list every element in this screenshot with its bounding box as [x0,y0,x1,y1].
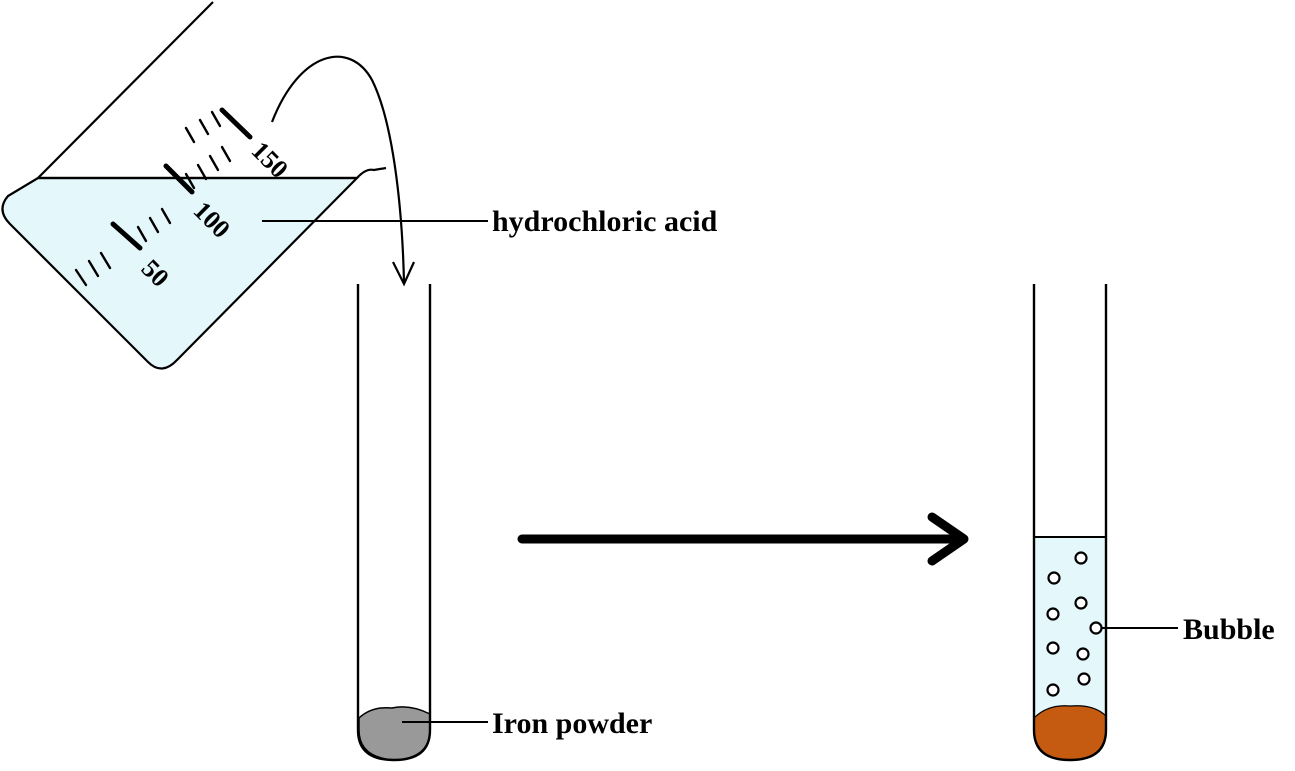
rust-precipitate [1033,705,1107,761]
bubble [1074,551,1088,565]
label-iron-powder: Iron powder [492,707,652,740]
beaker-spout [356,166,387,179]
bubble [1074,596,1088,610]
graduation-150: 150 [246,136,294,184]
tube-liquid [1034,537,1106,760]
beaker-liquid [1,176,360,370]
bubbles [1046,551,1103,697]
label-bubble: Bubble [1183,613,1275,646]
iron-powder [358,706,431,761]
pour-arrow [270,55,416,287]
test-tube-right-outline [1032,284,1108,762]
bubble [1076,647,1090,661]
test-tube-before [356,284,432,762]
reaction-arrow [517,512,969,566]
beaker-scale [74,107,253,287]
bubble [1046,683,1060,697]
test-tube-left-outline [356,284,432,762]
beaker-wall-upper [37,1,214,179]
bubble [1047,571,1061,585]
bubble [1046,607,1060,621]
bubble [1077,672,1091,686]
bubble [1046,641,1060,655]
beaker: 50 100 150 [1,1,387,370]
label-hydrochloric-acid: hydrochloric acid [492,205,718,238]
bubble [1089,621,1103,635]
test-tube-after [1032,284,1108,762]
